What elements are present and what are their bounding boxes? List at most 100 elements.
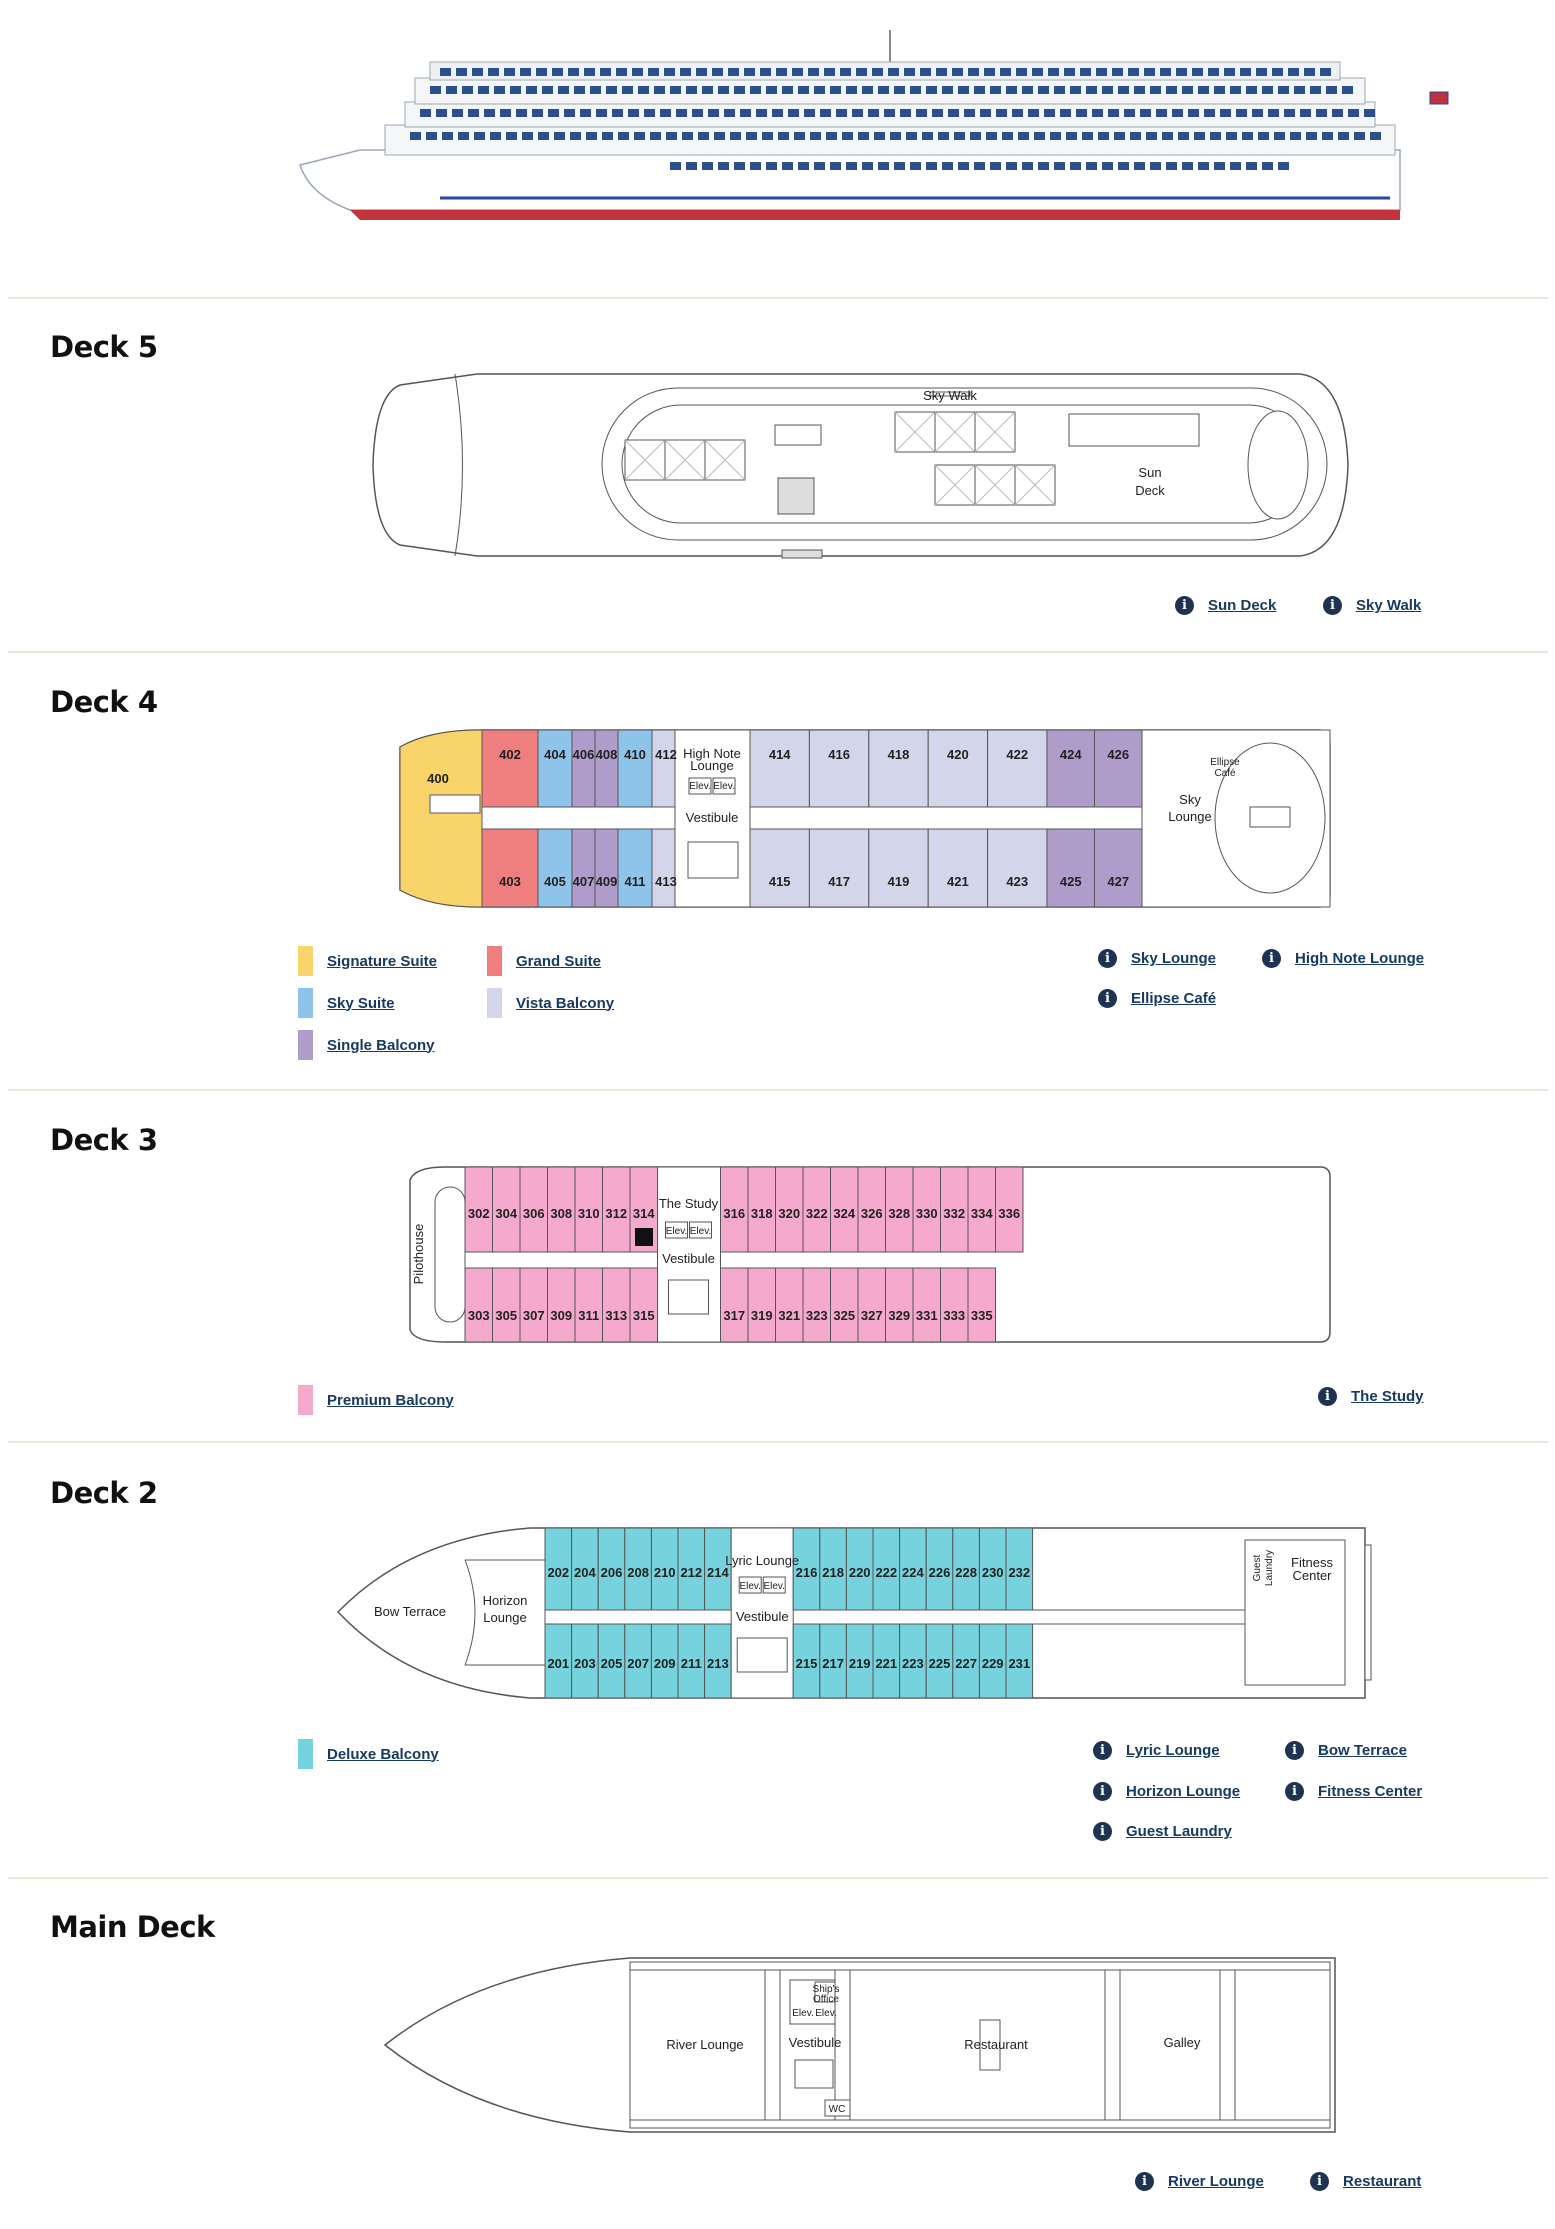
cabin-316[interactable] (720, 1166, 749, 1253)
cabin-318[interactable] (747, 1166, 776, 1253)
cabin-223[interactable] (899, 1623, 927, 1699)
cabin-202[interactable] (544, 1527, 573, 1611)
cabin-225[interactable] (925, 1623, 954, 1699)
cabin-305[interactable] (492, 1267, 521, 1343)
cabin-417[interactable] (808, 828, 870, 908)
legend-deluxe-balcony[interactable]: Deluxe Balcony (298, 1739, 439, 1769)
cabin-333[interactable] (940, 1267, 969, 1343)
cabin-418[interactable] (868, 729, 929, 808)
info-link-label[interactable]: River Lounge (1168, 2173, 1264, 2190)
cabin-405[interactable] (537, 828, 573, 908)
info-link-label[interactable]: Bow Terrace (1318, 1742, 1407, 1759)
cabin-335[interactable] (967, 1267, 996, 1343)
cabin-218[interactable] (819, 1527, 847, 1611)
legend-label[interactable]: Sky Suite (327, 994, 395, 1012)
cabin-415[interactable] (749, 828, 810, 908)
cabin-226[interactable] (925, 1527, 954, 1611)
legend-label[interactable]: Premium Balcony (327, 1391, 454, 1409)
cabin-330[interactable] (912, 1166, 941, 1253)
cabin-410[interactable] (617, 729, 653, 808)
info-link-label[interactable]: Fitness Center (1318, 1783, 1423, 1800)
cabin-331[interactable] (912, 1267, 941, 1343)
cabin-303[interactable] (464, 1267, 493, 1343)
cabin-426[interactable] (1093, 729, 1143, 808)
cabin-324[interactable] (830, 1166, 859, 1253)
cabin-209[interactable] (650, 1623, 679, 1699)
legend-signature-suite[interactable]: Signature Suite (298, 946, 437, 976)
cabin-213[interactable] (704, 1623, 732, 1699)
cabin-230[interactable] (978, 1527, 1007, 1611)
info-link-label[interactable]: Sky Lounge (1131, 950, 1217, 967)
cabin-232[interactable] (1005, 1527, 1034, 1611)
cabin-231[interactable] (1005, 1623, 1034, 1699)
cabin-308[interactable] (547, 1166, 576, 1253)
cabin-408[interactable] (594, 729, 619, 808)
cabin-310[interactable] (574, 1166, 603, 1253)
cabin-313[interactable] (602, 1267, 631, 1343)
legend-label[interactable]: Single Balcony (327, 1036, 435, 1054)
cabin-228[interactable] (952, 1527, 980, 1611)
cabin-336[interactable] (995, 1166, 1024, 1253)
cabin-329[interactable] (885, 1267, 914, 1343)
cabin-229[interactable] (978, 1623, 1007, 1699)
cabin-424[interactable] (1046, 729, 1095, 808)
cabin-403[interactable] (481, 828, 539, 908)
cabin-224[interactable] (899, 1527, 927, 1611)
legend-vista-balcony[interactable]: Vista Balcony (487, 988, 614, 1018)
cabin-411[interactable] (617, 828, 653, 908)
cabin-315[interactable] (629, 1267, 658, 1343)
cabin-206[interactable] (597, 1527, 626, 1611)
info-link-label[interactable]: Guest Laundry (1126, 1823, 1232, 1840)
cabin-207[interactable] (624, 1623, 652, 1699)
cabin-319[interactable] (747, 1267, 776, 1343)
cabin-309[interactable] (547, 1267, 576, 1343)
cabin-208[interactable] (624, 1527, 652, 1611)
cabin-307[interactable] (519, 1267, 548, 1343)
cabin-217[interactable] (819, 1623, 847, 1699)
legend-label[interactable]: Grand Suite (516, 952, 602, 970)
cabin-328[interactable] (885, 1166, 914, 1253)
cabin-321[interactable] (775, 1267, 804, 1343)
cabin-320[interactable] (775, 1166, 804, 1253)
info-link-label[interactable]: Sky Walk (1356, 597, 1422, 614)
cabin-422[interactable] (987, 729, 1048, 808)
info-link-label[interactable]: The Study (1351, 1388, 1424, 1405)
cabin-205[interactable] (597, 1623, 626, 1699)
cabin-211[interactable] (677, 1623, 706, 1699)
cabin-323[interactable] (802, 1267, 831, 1343)
cabin-222[interactable] (872, 1527, 901, 1611)
info-link-label[interactable]: High Note Lounge (1295, 950, 1425, 967)
cabin-227[interactable] (952, 1623, 980, 1699)
cabin-416[interactable] (808, 729, 870, 808)
cabin-425[interactable] (1046, 828, 1095, 908)
legend-single-balcony[interactable]: Single Balcony (298, 1030, 435, 1060)
cabin-407[interactable] (571, 828, 596, 908)
cabin-311[interactable] (574, 1267, 603, 1343)
cabin-220[interactable] (845, 1527, 874, 1611)
cabin-334[interactable] (967, 1166, 996, 1253)
cabin-201[interactable] (544, 1623, 573, 1699)
cabin-406[interactable] (571, 729, 596, 808)
cabin-414[interactable] (749, 729, 810, 808)
cabin-427[interactable] (1093, 828, 1143, 908)
legend-sky-suite[interactable]: Sky Suite (298, 988, 395, 1018)
cabin-212[interactable] (677, 1527, 706, 1611)
cabin-326[interactable] (857, 1166, 886, 1253)
info-link-label[interactable]: Restaurant (1343, 2173, 1422, 2190)
legend-label[interactable]: Signature Suite (327, 952, 438, 970)
cabin-317[interactable] (720, 1267, 749, 1343)
cabin-327[interactable] (857, 1267, 886, 1343)
